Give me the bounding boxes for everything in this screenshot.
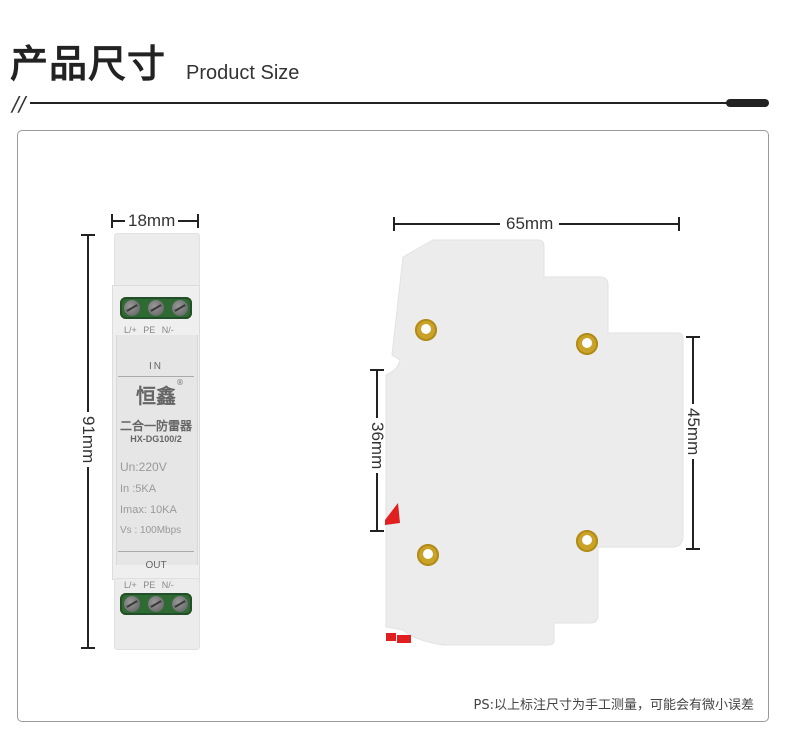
side-left-height-label: 36mm — [367, 418, 387, 474]
model-number: HX-DG100/2 — [130, 434, 182, 444]
out-label: OUT — [145, 560, 167, 571]
spec-max-current: Imax: 10KA — [120, 504, 177, 516]
input-terminal-block — [120, 297, 192, 319]
mount-hole-icon — [576, 333, 598, 355]
dim-tick — [81, 647, 95, 649]
output-terminal-block — [120, 593, 192, 615]
screw-icon — [124, 300, 140, 316]
output-terminal-labels: L/+ PE N/- — [124, 580, 174, 590]
device-top-cap — [114, 233, 200, 293]
front-width-label: 18mm — [125, 211, 179, 231]
input-terminal-labels: L/+ PE N/- — [124, 325, 174, 335]
spec-voltage: Un:220V — [120, 460, 167, 474]
dim-tick — [370, 530, 384, 532]
front-height-label: 91mm — [78, 412, 98, 468]
screw-icon — [148, 300, 164, 316]
red-clip-bottom — [386, 633, 396, 641]
registered-mark: ® — [176, 378, 184, 387]
product-name: 二合一防雷器 — [119, 419, 192, 433]
front-device-illustration: L/+ PE N/- IN 恒鑫 ® 二合一防雷器 HX-DG100/2 Un:… — [112, 233, 200, 650]
separator — [118, 376, 194, 377]
divider-cap — [726, 99, 769, 107]
dim-tick — [197, 214, 199, 228]
side-right-height-label: 45mm — [683, 404, 703, 460]
dim-tick — [678, 217, 680, 231]
spec-data-rate: Vs : 100Mbps — [120, 525, 182, 536]
title-en: Product Size — [186, 62, 300, 84]
brand-logo: 恒鑫 — [136, 384, 176, 408]
mount-hole-icon — [417, 544, 439, 566]
screw-icon — [172, 300, 188, 316]
title-cn: 产品尺寸 — [10, 42, 167, 86]
dim-tick — [686, 548, 700, 550]
side-device-illustration — [385, 239, 684, 646]
device-face — [116, 335, 198, 565]
in-label: IN — [149, 361, 163, 372]
header-divider — [30, 102, 730, 104]
divider-slashes: // — [12, 92, 26, 116]
dimension-panel — [17, 130, 769, 722]
spec-nominal-current: In :5KA — [120, 483, 157, 495]
separator — [118, 551, 194, 552]
red-clip — [385, 503, 400, 525]
mount-hole-icon — [415, 319, 437, 341]
measurement-footnote: PS:以上标注尺寸为手工测量，可能会有微小误差 — [473, 698, 754, 713]
screw-icon — [148, 596, 164, 612]
mount-hole-icon — [576, 530, 598, 552]
side-width-label: 65mm — [500, 214, 560, 234]
red-clip-bottom — [397, 635, 411, 643]
screw-icon — [124, 596, 140, 612]
screw-icon — [172, 596, 188, 612]
